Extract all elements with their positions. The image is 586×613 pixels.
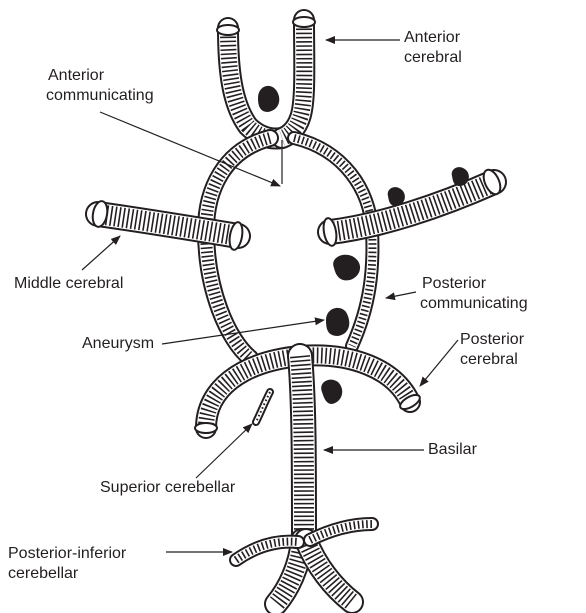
- label-posterior-cerebral: Posterior cerebral: [460, 330, 524, 370]
- right-anterior-cerebral-end: [293, 17, 315, 27]
- left-anterior-cerebral-end: [217, 25, 239, 35]
- label-posterior-cerebral-line1: Posterior: [460, 330, 524, 350]
- label-anterior-cerebral: Anterior cerebral: [404, 28, 462, 68]
- label-posterior-inferior-cerebellar: Posterior-inferior cerebellar: [8, 544, 126, 584]
- label-anterior-communicating-line1: Anterior: [46, 66, 154, 86]
- label-middle-cerebral: Middle cerebral: [14, 274, 123, 294]
- label-basilar: Basilar: [428, 440, 477, 460]
- leader-lines: [82, 40, 458, 552]
- label-superior-cerebellar: Superior cerebellar: [100, 478, 235, 498]
- label-posterior-communicating-line2: communicating: [420, 294, 528, 314]
- anterior-aneurysm-blob: [258, 86, 279, 112]
- label-anterior-communicating-line2: communicating: [46, 86, 154, 106]
- right-middle-cerebral-aneurysm-blob: [388, 187, 405, 206]
- label-posterior-communicating-line1: Posterior: [420, 274, 528, 294]
- label-anterior-cerebral-line2: cerebral: [404, 48, 462, 68]
- label-posterior-cerebral-line2: cerebral: [460, 350, 524, 370]
- posterior-communicating-aneurysm-blob: [333, 255, 360, 281]
- aneurysm-blob: [326, 308, 349, 336]
- label-posterior-inferior-cerebellar-line1: Posterior-inferior: [8, 544, 126, 564]
- right-posterior-inferior-cerebellar-vessel: [310, 524, 372, 540]
- right-posterior-cerebral-vessel: [300, 355, 410, 402]
- right-vertebral-vessel: [306, 540, 352, 602]
- left-posterior-cerebral-end: [195, 423, 217, 433]
- left-superior-cerebellar-vessel: [256, 392, 270, 422]
- right-middle-cerebral-aneurysm-blob-2: [452, 167, 469, 186]
- label-aneurysm: Aneurysm: [82, 334, 154, 354]
- left-posterior-cerebral-vessel: [206, 356, 300, 428]
- basilar-aneurysm-blob: [321, 380, 342, 404]
- right-anterior-cerebral-vessel: [282, 20, 304, 138]
- label-posterior-communicating: Posterior communicating: [420, 274, 528, 314]
- left-anterior-cerebral-vessel: [228, 28, 282, 139]
- posterior-communicating-leader: [386, 292, 416, 298]
- label-anterior-communicating: Anterior communicating: [46, 66, 154, 106]
- label-posterior-inferior-cerebellar-line2: cerebellar: [8, 564, 126, 584]
- posterior-cerebral-leader: [420, 340, 458, 386]
- middle-cerebral-leader: [82, 236, 120, 270]
- basilar-vessel: [300, 356, 304, 546]
- left-middle-cerebral-vessel: [98, 214, 238, 236]
- label-anterior-cerebral-line1: Anterior: [404, 28, 462, 48]
